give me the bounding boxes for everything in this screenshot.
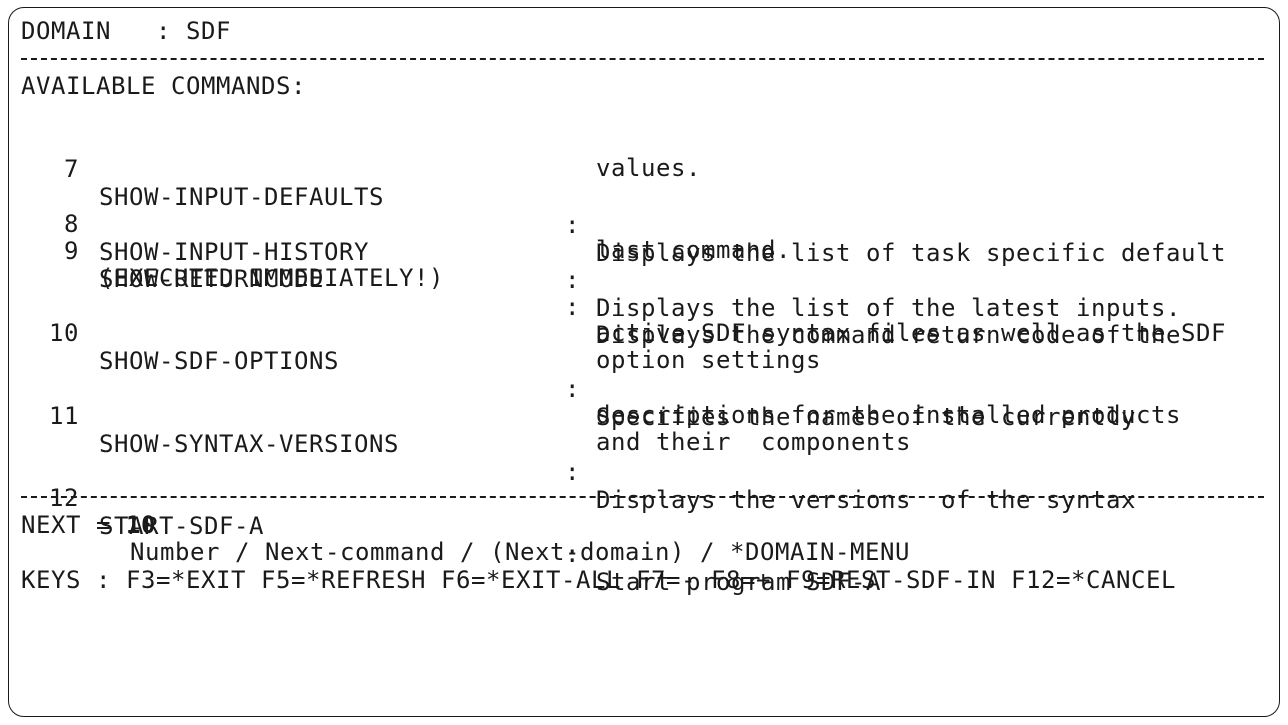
command-number: 8 [64, 210, 79, 238]
command-description: Specifies the names of the currently [596, 403, 1136, 431]
command-description-continued: option settings [596, 346, 821, 374]
section-title: AVAILABLE COMMANDS: [21, 72, 306, 100]
command-number: 9 [64, 237, 79, 265]
next-label: NEXT = [21, 511, 126, 539]
command-number: 7 [64, 155, 79, 183]
keys-list[interactable]: F3=*EXIT F5=*REFRESH F6=*EXIT-ALL F7=- F… [126, 566, 1176, 594]
command-description: Displays the versions of the syntax [596, 486, 1136, 514]
command-number: 11 [49, 402, 79, 430]
command-description-continued: descriptions for the installed products [596, 401, 1181, 429]
terminal-screen: DOMAIN : SDF AVAILABLE COMMANDS: 7 SHOW-… [8, 7, 1280, 717]
domain-header: DOMAIN : SDF [21, 17, 231, 45]
command-name: SHOW-INPUT-HISTORY [99, 238, 369, 266]
command-description-continued: and their components [596, 428, 911, 456]
command-description: Start program SDF-A [596, 568, 881, 596]
command-name: SHOW-SDF-OPTIONS [99, 347, 339, 375]
command-description-continued: last command. [596, 236, 791, 264]
command-row-12[interactable]: 12 START-SDF-A : Start program SDF-A [21, 456, 1266, 596]
command-name: START-SDF-A [99, 512, 264, 540]
command-number: 10 [49, 319, 79, 347]
command-description-continued: values. [596, 154, 701, 182]
command-name: SHOW-RETURNCODE [99, 265, 324, 293]
command-note: (EXECUTED IMMEDIATELY!) [99, 264, 444, 292]
command-row-11[interactable]: 11 SHOW-SYNTAX-VERSIONS : Displays the v… [21, 374, 1266, 514]
command-row-10[interactable]: 10 SHOW-SDF-OPTIONS : Specifies the name… [21, 291, 1266, 431]
command-separator: : [565, 293, 580, 321]
command-description-continued: active SDF syntax files as well as the S… [596, 319, 1226, 347]
command-row-7[interactable]: 7 SHOW-INPUT-DEFAULTS : Displays the lis… [21, 127, 1266, 267]
command-separator: : [565, 540, 580, 568]
command-separator: : [565, 458, 580, 486]
command-number: 12 [49, 484, 79, 512]
command-separator: : [565, 266, 580, 294]
function-keys: KEYS : F3=*EXIT F5=*REFRESH F6=*EXIT-ALL… [21, 566, 1176, 594]
command-description: Displays the list of the latest inputs. [596, 294, 1181, 322]
top-divider [21, 58, 1264, 60]
command-description: Displays the command return code of the [596, 321, 1181, 349]
command-row-8[interactable]: 8 SHOW-INPUT-HISTORY : Displays the list… [21, 182, 1266, 322]
keys-label: KEYS : [21, 566, 126, 594]
command-separator: : [565, 211, 580, 239]
command-separator: : [565, 375, 580, 403]
next-prompt: NEXT = 10 [21, 511, 156, 539]
command-name: SHOW-INPUT-DEFAULTS [99, 183, 384, 211]
next-hint: Number / Next-command / (Next-domain) / … [130, 538, 910, 566]
command-name: SHOW-SYNTAX-VERSIONS [99, 430, 399, 458]
command-row-9[interactable]: 9 SHOW-RETURNCODE : Displays the command… [21, 209, 1266, 349]
bottom-divider [21, 496, 1264, 498]
next-input[interactable]: 10 [126, 511, 156, 539]
command-description: Displays the list of task specific defau… [596, 239, 1226, 267]
